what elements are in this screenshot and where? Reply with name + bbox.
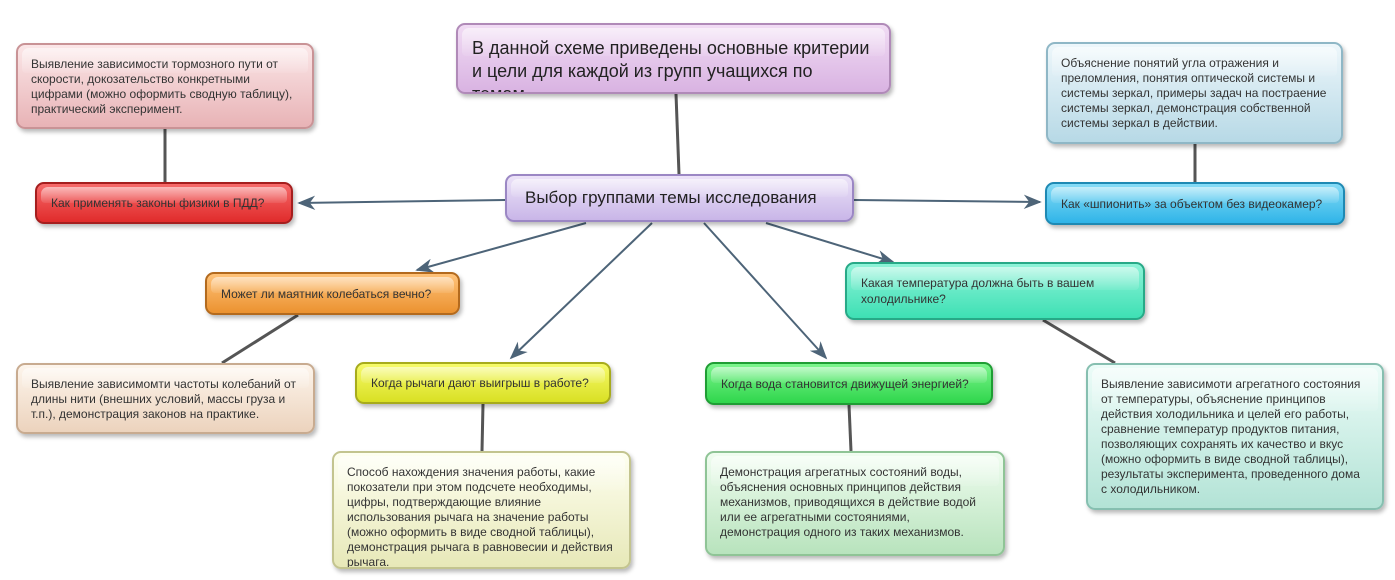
description-text: Объяснение понятий угла отражения и прел…: [1061, 56, 1327, 130]
arrow-to-blue: [853, 194, 1042, 210]
question-box-teal[interactable]: Какая температура должна быть в вашем хо…: [845, 262, 1145, 320]
question-box-blue[interactable]: Как «шпионить» за объектом без видеокаме…: [1045, 182, 1345, 225]
connector-green: [847, 404, 853, 452]
question-text: Какая температура должна быть в вашем хо…: [861, 276, 1095, 306]
question-text: Как применять законы физики в ПДД?: [51, 196, 265, 210]
connector-teal: [1042, 318, 1116, 365]
question-box-red[interactable]: Как применять законы физики в ПДД?: [35, 182, 293, 224]
question-box-orange[interactable]: Может ли маятник колебаться вечно?: [205, 272, 460, 315]
description-box-green[interactable]: Демонстрация агрегатных состояний воды, …: [705, 451, 1005, 556]
connector-yellow: [480, 403, 485, 452]
description-box-red[interactable]: Выявление зависимости тормозного пути от…: [16, 43, 314, 129]
arrow-to-green: [703, 222, 828, 360]
connector-orange: [221, 313, 299, 365]
description-text: Демонстрация агрегатных состояний воды, …: [720, 465, 976, 539]
question-text: Когда вода становится движущей энергией?: [721, 376, 969, 391]
central-topic-box[interactable]: Выбор группами темы исследования: [505, 174, 854, 222]
description-text: Выявление зависимости тормозного пути от…: [31, 57, 293, 116]
central-topic-text: Выбор группами темы исследования: [525, 188, 817, 207]
question-text: Когда рычаги дают выигрыш в работе?: [371, 376, 589, 390]
arrow-to-teal: [765, 222, 895, 265]
question-box-yellow[interactable]: Когда рычаги дают выигрыш в работе?: [355, 362, 611, 404]
connector-title-center: [674, 93, 681, 175]
description-text: Выявление зависимомти частоты колебаний …: [31, 377, 296, 421]
title-note-box: В данной схеме приведены основные критер…: [456, 23, 891, 94]
description-text: Выявление зависимоти агрегатного состоян…: [1101, 377, 1361, 496]
description-text: Способ нахождения значения работы, какие…: [347, 465, 613, 569]
arrow-to-yellow: [509, 222, 653, 360]
description-box-orange[interactable]: Выявление зависимомти частоты колебаний …: [16, 363, 315, 434]
question-box-green[interactable]: Когда вода становится движущей энергией?: [705, 362, 993, 405]
arrow-to-red: [297, 195, 506, 210]
description-box-yellow[interactable]: Способ нахождения значения работы, какие…: [332, 451, 631, 569]
question-text: Как «шпионить» за объектом без видеокаме…: [1061, 196, 1323, 211]
question-text: Может ли маятник колебаться вечно?: [221, 286, 432, 301]
description-box-teal[interactable]: Выявление зависимоти агрегатного состоян…: [1086, 363, 1384, 510]
title-note-text: В данной схеме приведены основные критер…: [472, 38, 870, 94]
arrow-to-orange: [415, 222, 587, 273]
description-box-blue[interactable]: Объяснение понятий угла отражения и прел…: [1046, 42, 1343, 144]
